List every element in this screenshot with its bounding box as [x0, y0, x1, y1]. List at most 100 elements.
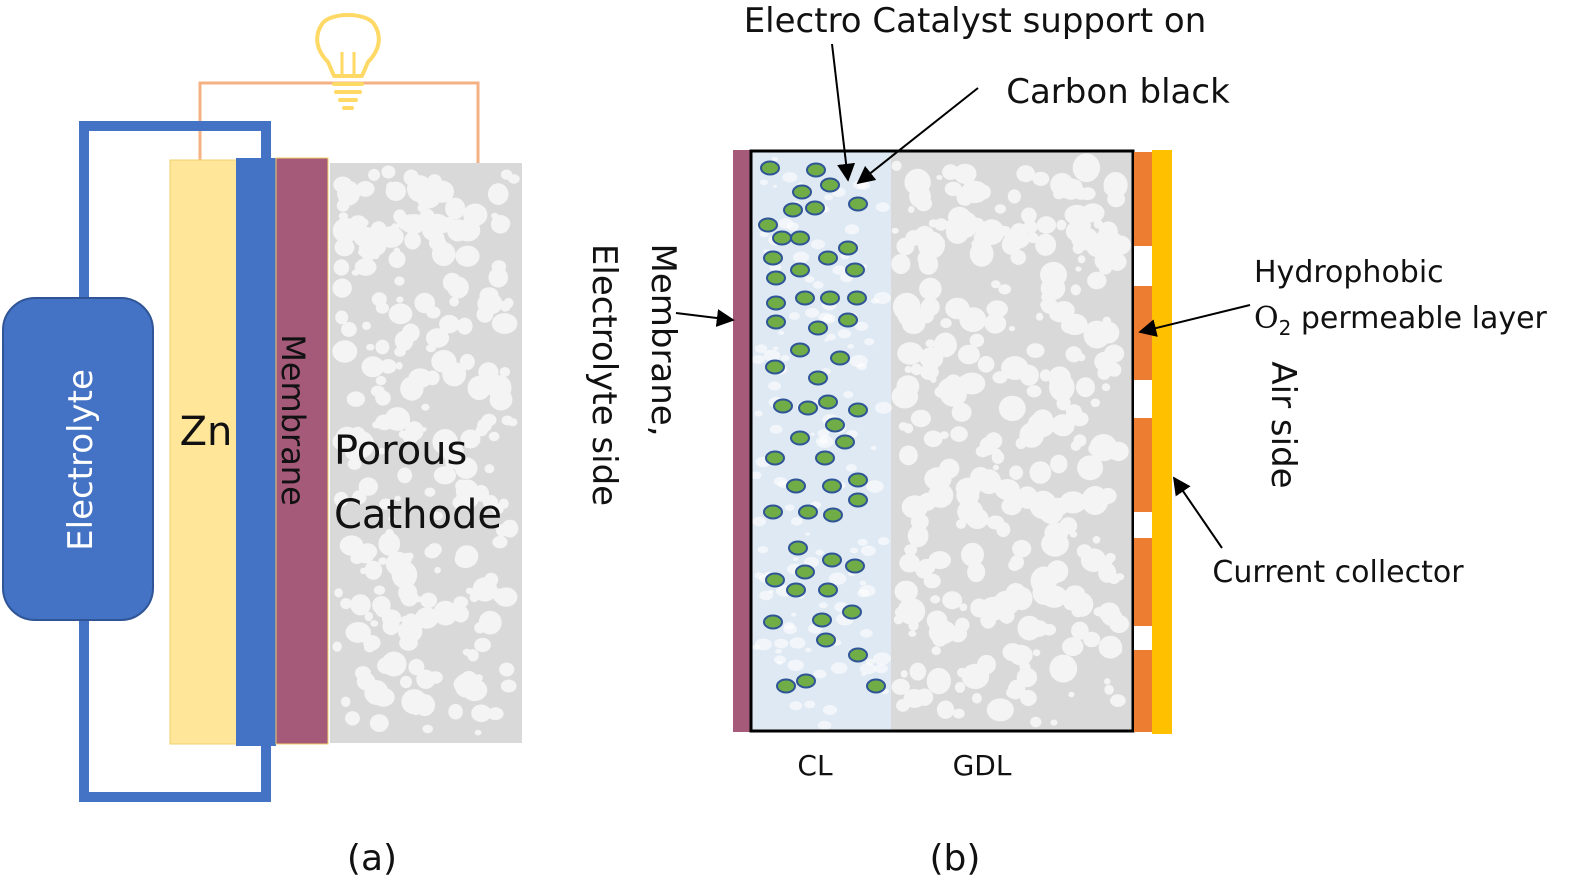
- pore: [351, 269, 360, 276]
- pore: [445, 197, 466, 220]
- pore: [334, 491, 349, 507]
- pore: [1103, 172, 1128, 199]
- pore: [427, 671, 443, 684]
- pore: [449, 296, 459, 307]
- catalyst-particle: [842, 604, 862, 620]
- pore: [492, 535, 508, 549]
- catalyst-texture-spot: [769, 424, 783, 434]
- pore: [347, 458, 362, 470]
- pore: [957, 499, 984, 524]
- pore: [404, 231, 421, 250]
- pore: [893, 615, 904, 625]
- catalyst-label-line2: Carbon black: [1006, 72, 1230, 112]
- pore: [1104, 555, 1114, 566]
- o2-symbol: O: [1254, 301, 1279, 336]
- catalyst-texture-spot: [822, 705, 838, 715]
- catalyst-texture-spot: [818, 602, 828, 609]
- pore: [499, 367, 511, 377]
- catalyst-texture-spot: [810, 432, 815, 436]
- pore: [1041, 531, 1069, 557]
- pore: [1047, 497, 1070, 516]
- pore: [366, 343, 375, 351]
- panel-a: Electrolyte Zn Membrane Porous Cathode (…: [2, 13, 522, 879]
- pore: [923, 573, 941, 589]
- catalyst-arrow: [831, 43, 856, 182]
- caption-b: (b): [930, 838, 981, 879]
- pore: [928, 483, 954, 508]
- catalyst-texture-spot: [782, 172, 798, 183]
- pore: [926, 667, 951, 695]
- pore: [1053, 269, 1063, 279]
- pore: [465, 225, 477, 234]
- catalyst-particle: [765, 572, 785, 588]
- pore: [900, 670, 908, 678]
- catalyst-texture-spot: [791, 612, 797, 617]
- catalyst-texture-spot: [788, 312, 800, 320]
- pore: [957, 344, 980, 365]
- pore: [434, 566, 441, 574]
- catalyst-texture-spot: [877, 537, 890, 546]
- catalyst-particle: [816, 632, 836, 648]
- catalyst-particle: [866, 678, 886, 694]
- pore: [378, 557, 388, 565]
- pore: [1035, 233, 1057, 256]
- pore: [891, 160, 902, 171]
- pore: [992, 464, 1000, 471]
- pore: [1019, 364, 1039, 386]
- pore: [1041, 623, 1057, 636]
- pore: [913, 185, 926, 198]
- catalyst-particle: [763, 250, 783, 266]
- catalyst-texture-spot: [810, 239, 826, 250]
- catalyst-texture-spot: [861, 672, 866, 677]
- pore: [1008, 559, 1021, 571]
- membrane-side-arrow: [675, 309, 735, 327]
- pore: [1006, 583, 1026, 602]
- catalyst-texture-spot: [874, 663, 888, 674]
- pore: [918, 231, 945, 259]
- pore: [1071, 621, 1089, 640]
- catalyst-particle: [786, 582, 806, 598]
- pore: [1049, 654, 1078, 683]
- catalyst-particle: [818, 394, 838, 410]
- catalyst-texture-spot: [874, 401, 892, 414]
- pore: [1045, 565, 1066, 584]
- pore: [457, 317, 473, 335]
- pore: [369, 714, 389, 732]
- pore: [973, 228, 995, 248]
- pore: [339, 535, 364, 556]
- pore: [350, 553, 364, 564]
- catalyst-particle: [792, 184, 812, 200]
- pore: [918, 253, 939, 275]
- catalyst-texture-spot: [856, 363, 867, 371]
- pore: [1032, 171, 1050, 186]
- catalyst-texture-spot: [857, 538, 868, 546]
- pore: [904, 365, 912, 374]
- pore: [940, 382, 967, 407]
- pore: [439, 225, 449, 234]
- pore: [496, 524, 508, 537]
- pore: [939, 431, 949, 439]
- pore: [891, 678, 910, 695]
- catalyst-particle: [848, 492, 868, 508]
- pore: [498, 498, 509, 509]
- catalyst-particle: [790, 342, 810, 358]
- pore: [1092, 536, 1101, 544]
- catalyst-texture-spot: [755, 638, 772, 651]
- pore: [994, 479, 1020, 500]
- pore: [1015, 437, 1027, 449]
- pore: [1076, 377, 1095, 398]
- pore: [1071, 604, 1085, 618]
- pore: [463, 203, 488, 227]
- pore: [378, 447, 386, 455]
- pore: [372, 252, 380, 260]
- gdl-pores: [891, 153, 1131, 728]
- pore: [475, 424, 488, 437]
- pore: [905, 230, 923, 246]
- catalyst-texture-spot: [792, 251, 810, 263]
- pore: [976, 184, 991, 200]
- pore: [1099, 487, 1117, 504]
- catalyst-texture-spot: [813, 669, 827, 679]
- catalyst-particle: [760, 160, 780, 176]
- pore: [462, 648, 472, 656]
- catalyst-particle: [825, 417, 845, 433]
